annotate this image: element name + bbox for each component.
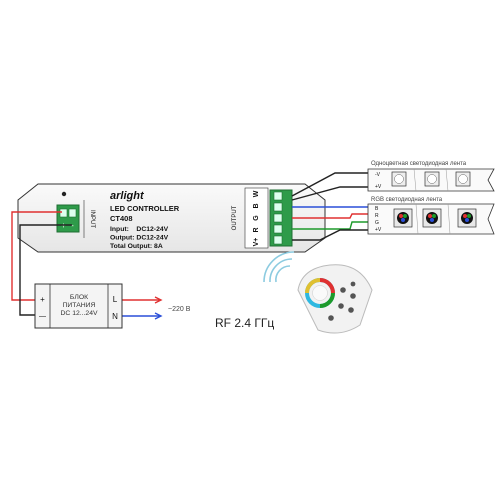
wire-psu-plus xyxy=(11,211,62,301)
psu-label-line1: БЛОК xyxy=(70,294,88,301)
rgb-strip-label: RGB светодиодная лента xyxy=(371,197,443,203)
arrow-n xyxy=(154,312,163,320)
wires xyxy=(11,172,368,320)
psu-label-line2: ПИТАНИЯ xyxy=(63,302,96,309)
mono-led-strip: -V +V xyxy=(367,168,495,192)
wire-psu-minus xyxy=(19,224,72,316)
remote-buttons xyxy=(328,281,356,321)
output-pin-r: R xyxy=(253,227,260,232)
output-pin-w: W xyxy=(253,190,260,197)
remote-button xyxy=(340,287,346,293)
psu-in-l: L xyxy=(113,295,118,304)
psu-out-minus: — xyxy=(39,313,46,320)
remote-button xyxy=(350,293,356,299)
psu-out-plus: + xyxy=(40,295,45,304)
power-supply: + — БЛОК ПИТАНИЯ DC 12...24V L N xyxy=(34,283,123,329)
output-pin-vplus: V+ xyxy=(253,238,260,247)
rgb-led xyxy=(422,208,442,228)
wire-w-mono xyxy=(291,186,368,201)
rf-remote xyxy=(297,264,373,334)
rf-label: RF 2.4 ГГц xyxy=(215,316,274,330)
wire-r-rgb xyxy=(292,213,368,219)
mono-led xyxy=(391,171,407,187)
arrow-l xyxy=(154,296,163,304)
controller-model: CT408 xyxy=(110,214,133,223)
rgb-led-strip: B R G +V xyxy=(367,203,495,235)
controller-title: LED CONTROLLER xyxy=(110,204,180,213)
rgb-strip-pin-r: R xyxy=(375,213,379,219)
remote-button xyxy=(350,281,356,287)
brand-logo: arlight xyxy=(110,190,145,202)
controller-output-spec: Output: DC12-24V xyxy=(110,235,169,242)
mounting-hole xyxy=(61,191,67,197)
controller-input-spec: Input: DC12-24V xyxy=(110,226,169,233)
rf-signal-icon xyxy=(263,251,295,283)
controller-total-output: Total Output: 8A xyxy=(110,243,163,250)
rgb-strip-pin-b: B xyxy=(375,206,379,212)
output-pin-labels: W B G R V+ xyxy=(244,187,269,249)
mono-led xyxy=(424,171,440,187)
mono-strip-label: Одноцветная светодиодная лента xyxy=(371,161,467,167)
wire-g-rgb xyxy=(292,221,368,230)
input-terminal-block: + - xyxy=(56,204,80,233)
remote-button xyxy=(328,315,334,321)
psu-housing xyxy=(34,283,123,329)
remote-button xyxy=(348,307,354,313)
rgb-led xyxy=(457,208,477,228)
mono-strip-pin-neg: -V xyxy=(375,172,381,178)
mono-led xyxy=(455,171,471,187)
rgb-led xyxy=(393,208,413,228)
psu-label-line3: DC 12...24V xyxy=(60,310,97,317)
output-pin-g: G xyxy=(253,215,260,221)
wire-vplus-mono xyxy=(291,172,368,197)
output-pin-b: B xyxy=(253,203,260,208)
input-label: INPUT xyxy=(89,210,95,228)
rgb-strip-pin-vplus: +V xyxy=(375,227,382,233)
output-label: OUTPUT xyxy=(232,205,238,230)
rgb-strip-pin-g: G xyxy=(375,220,379,226)
led-controller: + - INPUT arlight LED CONTROLLER CT408 I… xyxy=(17,183,326,253)
mains-label: ~220 В xyxy=(168,306,191,313)
input-pin-minus: - xyxy=(71,221,74,230)
output-terminal-block xyxy=(269,189,293,247)
wire-vplus-rgb xyxy=(292,229,368,241)
mono-strip-pin-pos: +V xyxy=(375,184,382,190)
remote-button xyxy=(338,303,344,309)
psu-in-n: N xyxy=(112,312,118,321)
